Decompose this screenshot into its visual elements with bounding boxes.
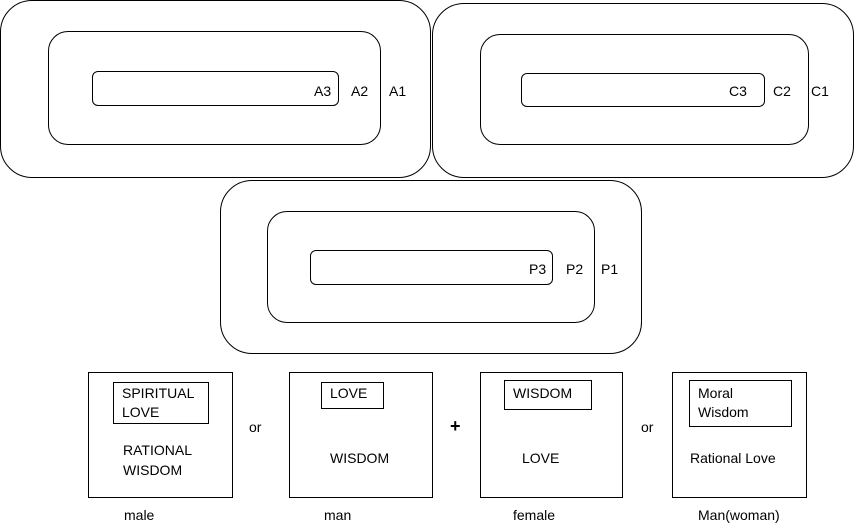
group-a-inner-box [92, 71, 339, 106]
group-a-inner-label: A3 [314, 83, 332, 99]
group-p-inner-box [310, 250, 553, 285]
card-man-woman-text: Rational Love [690, 450, 776, 466]
card-male-inner-box: SPIRITUAL LOVE [113, 382, 209, 424]
group-p-outer-box [220, 180, 642, 354]
group-c-middle-label: C2 [773, 83, 791, 99]
group-p-outer-label: P1 [601, 261, 619, 277]
card-man-inner-text: LOVE [330, 385, 368, 401]
card-male-inner-text: SPIRITUAL LOVE [122, 385, 195, 420]
group-a-middle-label: A2 [351, 83, 369, 99]
connector-or-left: or [249, 419, 262, 435]
group-a-middle-box [48, 31, 381, 145]
card-male-caption: male [124, 507, 155, 523]
card-male-text: RATIONAL WISDOM [123, 442, 192, 478]
group-c-outer-box [432, 3, 854, 178]
card-man-woman-inner-text: Moral Wisdom [698, 385, 749, 420]
card-man-caption: man [324, 507, 352, 523]
card-female-text: LOVE [522, 450, 560, 466]
group-a-outer-label: A1 [389, 83, 407, 99]
card-female [480, 372, 623, 498]
card-female-inner-text: WISDOM [513, 385, 573, 401]
group-c-outer-label: C1 [811, 83, 829, 99]
connector-or-right: or [641, 419, 654, 435]
card-man [289, 372, 433, 498]
card-man-woman-caption: Man(woman) [698, 507, 780, 523]
group-c-inner-label: C3 [729, 83, 747, 99]
card-male [88, 372, 233, 498]
group-c-inner-box [521, 73, 765, 107]
group-p-middle-label: P2 [566, 261, 584, 277]
card-man-inner-box: LOVE [321, 382, 384, 409]
card-man-woman-inner-box: Moral Wisdom [689, 380, 792, 427]
connector-plus: + [450, 416, 461, 436]
group-p-middle-box [267, 211, 595, 323]
card-female-caption: female [513, 507, 556, 523]
card-female-inner-box: WISDOM [504, 380, 592, 410]
card-man-woman [672, 372, 807, 498]
group-a-outer-box [0, 0, 431, 178]
group-p-inner-label: P3 [529, 261, 547, 277]
card-man-text: WISDOM [330, 450, 390, 466]
group-c-middle-box [480, 34, 809, 145]
